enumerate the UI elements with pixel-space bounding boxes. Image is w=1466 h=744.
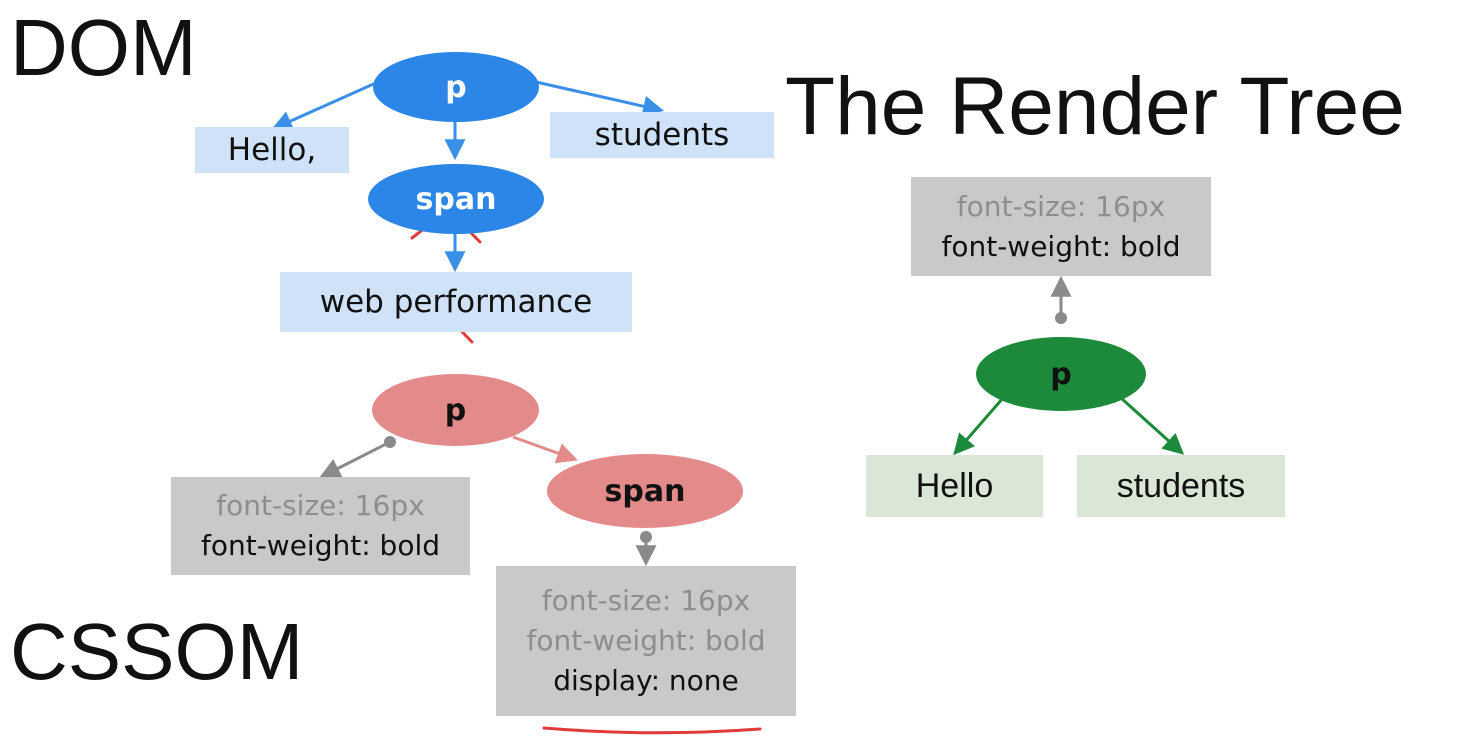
- cssom-node-span-label: span: [604, 473, 686, 509]
- dom-node-p: p: [373, 52, 539, 122]
- cssom-span-styles: font-size: 16px font-weight: bold displa…: [496, 566, 796, 716]
- render-leaf-students: students: [1077, 455, 1285, 517]
- cssom-span-style-font-weight: font-weight: bold: [526, 624, 766, 657]
- dom-edge-p-students: [535, 80, 665, 117]
- cssom-edge-p-span: [512, 435, 578, 464]
- dom-edge-p-hello: [271, 80, 379, 131]
- cssom-edge-p-styles: [319, 440, 391, 478]
- cssom-node-span: span: [547, 454, 743, 528]
- dom-leaf-hello-label: Hello,: [227, 132, 317, 168]
- render-edge-p-styles-dot: [1055, 312, 1067, 324]
- cssom-p-style-font-weight: font-weight: bold: [200, 529, 440, 562]
- cssom-edge-p-styles-dot: [384, 436, 396, 448]
- cssom-span-style-font-size: font-size: 16px: [541, 584, 751, 617]
- dom-leaf-hello: Hello,: [195, 127, 349, 173]
- display-none-underline: [542, 726, 762, 735]
- render-node-p-label: p: [1050, 356, 1072, 392]
- render-leaf-students-label: students: [1116, 466, 1246, 505]
- dom-leaf-students: students: [550, 112, 774, 158]
- render-edge-p-students: [1119, 396, 1185, 455]
- cssom-span-style-display: display: none: [553, 664, 739, 697]
- render-node-p: p: [976, 337, 1146, 411]
- dom-title: DOM: [10, 3, 197, 92]
- dom-leaf-students-label: students: [594, 117, 730, 153]
- dom-node-span-label: span: [415, 181, 497, 217]
- cssom-title: CSSOM: [10, 607, 304, 696]
- dom-node-p-label: p: [445, 69, 467, 105]
- cssom-node-p-label: p: [444, 392, 467, 428]
- render-p-styles: font-size: 16px font-weight: bold: [911, 177, 1211, 276]
- render-tree-title: The Render Tree: [785, 61, 1405, 152]
- cssom-edge-span-styles-dot: [640, 531, 652, 543]
- cssom-node-p: p: [372, 374, 539, 446]
- dom-leaf-web-performance-label: web performance: [319, 284, 593, 320]
- dom-leaf-web-performance: web performance: [280, 272, 632, 332]
- render-style-font-weight: font-weight: bold: [941, 229, 1181, 263]
- dom-node-span: span: [368, 164, 544, 234]
- cssom-p-styles: font-size: 16px font-weight: bold: [171, 477, 470, 575]
- cssom-p-style-font-size: font-size: 16px: [216, 489, 425, 522]
- render-style-font-size: font-size: 16px: [956, 189, 1166, 223]
- render-leaf-hello-label: Hello: [915, 466, 994, 505]
- render-edge-p-hello: [953, 397, 1005, 456]
- render-leaf-hello: Hello: [866, 455, 1043, 517]
